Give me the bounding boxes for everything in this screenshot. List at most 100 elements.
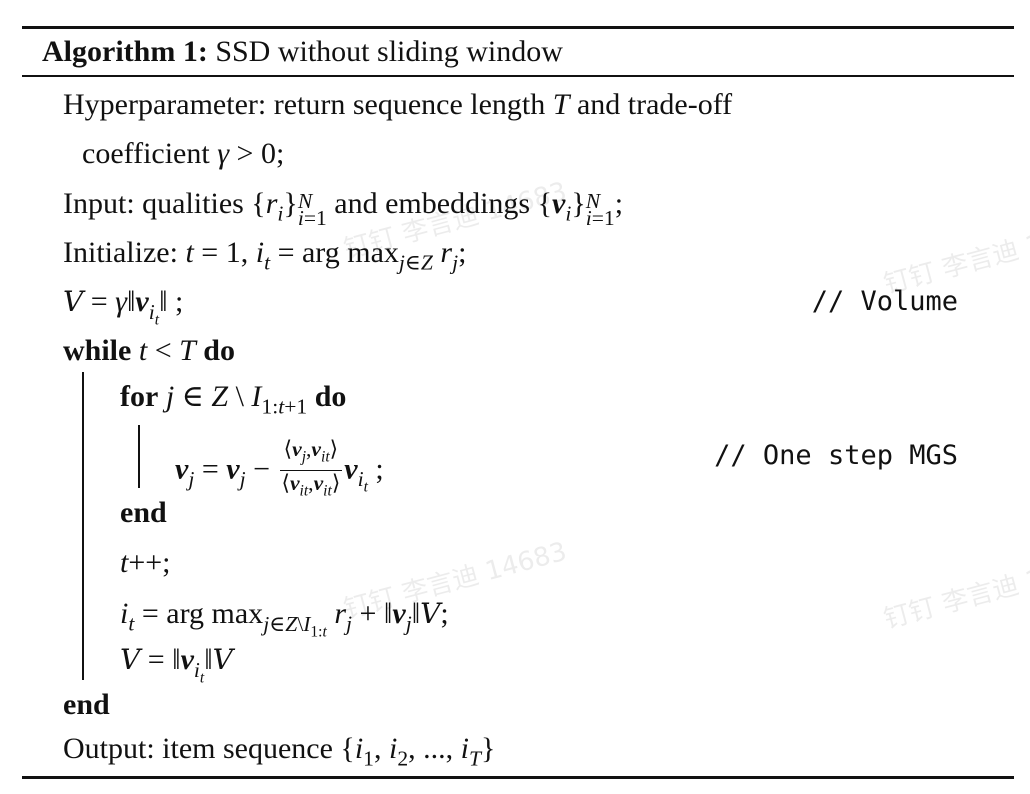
subscript: i — [565, 202, 571, 226]
math-token: ∈ — [404, 250, 421, 275]
math-token: t — [322, 622, 327, 640]
math-token: 2 — [397, 746, 409, 771]
math-token: t — [120, 546, 129, 579]
math-token: j — [405, 611, 412, 636]
math-token: t — [128, 611, 135, 636]
math-token: v — [226, 452, 240, 486]
fraction: ⟨vj,vit⟩⟨vit,vit⟩ — [279, 437, 343, 505]
math-token: ‖ — [411, 597, 421, 630]
subscript: j∈Z — [399, 251, 433, 275]
math-token: end — [63, 688, 110, 721]
algorithm-title: Algorithm 1: SSD without sliding window — [42, 35, 563, 69]
math-token: I — [251, 380, 262, 413]
math-token: , — [373, 732, 389, 765]
math-token: end — [120, 496, 167, 529]
superscript: N — [586, 190, 615, 212]
math-token: t — [278, 394, 285, 419]
math-token: Hyperparameter: return sequence length — [63, 88, 553, 121]
math-token: N — [297, 188, 313, 213]
math-token: j — [301, 448, 307, 466]
math-token: +1 — [284, 394, 308, 419]
subscript: it — [193, 657, 204, 686]
math-token: i — [193, 657, 200, 682]
math-token: ∈ — [269, 611, 286, 636]
math-token: coefficient — [82, 137, 218, 170]
math-token: v — [392, 597, 406, 630]
math-token: = 1, — [193, 236, 256, 269]
math-token: V — [420, 597, 441, 630]
math-token: do — [314, 380, 347, 413]
math-token: t — [185, 236, 194, 269]
math-token: i — [297, 205, 304, 230]
math-token: } — [283, 187, 298, 220]
math-token: v — [180, 643, 194, 676]
math-token: t — [363, 478, 368, 496]
math-token: + ‖ — [352, 597, 393, 630]
superscript: N — [298, 190, 327, 212]
math-token: ⟨ — [283, 437, 293, 461]
math-token: j — [346, 611, 353, 636]
math-token: it — [299, 482, 309, 500]
subscript: t — [155, 311, 159, 328]
math-token: T — [552, 88, 570, 121]
math-token: do — [203, 334, 235, 367]
math-token: 1: — [310, 622, 323, 640]
math-token: ‖ ; — [159, 285, 184, 318]
math-token: \ — [228, 380, 252, 413]
math-token: v — [344, 452, 358, 486]
math-token: it — [323, 482, 332, 500]
subscript: 1:t+1 — [261, 395, 307, 419]
math-token: N — [585, 188, 601, 213]
math-token: j — [398, 250, 405, 275]
math-token: i — [120, 597, 129, 630]
math-token: ⟨ — [281, 471, 290, 496]
while-block-bar — [82, 372, 84, 680]
subscript: it — [300, 483, 309, 500]
subscript: j — [346, 612, 352, 636]
subscript: t — [128, 612, 134, 636]
subscript: 2 — [397, 747, 408, 771]
math-token: j — [165, 380, 175, 413]
math-token: r — [265, 187, 278, 220]
math-token: ; — [458, 236, 467, 269]
math-token: − — [245, 452, 278, 486]
algorithm-line-initialize: Initialize: t = 1, it = arg maxj∈Z rj; — [63, 236, 467, 275]
algorithm-line-argmax: it = arg maxj∈Z\I1:t rj + ‖vj‖V; — [120, 597, 449, 640]
math-token: while — [63, 334, 132, 367]
math-token: , — [308, 471, 314, 496]
title-rule — [22, 75, 1014, 77]
math-token: V — [63, 285, 84, 318]
algorithm-line-end-for: end — [120, 496, 167, 530]
math-token: i — [460, 732, 469, 765]
line-comment: // Volume — [811, 286, 958, 317]
math-token: = — [83, 285, 116, 318]
math-token: i — [357, 466, 364, 491]
math-token: I — [303, 611, 311, 636]
math-token: ; — [367, 452, 384, 486]
math-token: = arg max — [134, 597, 264, 630]
math-token: ∈ — [174, 380, 212, 413]
math-token — [158, 380, 166, 413]
math-token: i — [388, 732, 398, 765]
math-token: ⟩ — [331, 471, 341, 496]
algorithm-line-increment: t++; — [120, 546, 171, 580]
math-token: ‖ — [126, 285, 136, 318]
math-token: v — [313, 471, 324, 496]
math-token: v — [289, 471, 300, 496]
math-token: i — [277, 201, 284, 226]
math-token: = ‖ — [140, 643, 181, 676]
math-token: Initialize: — [63, 236, 186, 269]
denominator: ⟨vit,vit⟩ — [280, 471, 343, 504]
subscript: j∈Z\I1:t — [263, 611, 327, 640]
watermark: 钉钉 李言迪 14683 — [880, 546, 1030, 636]
algorithm-name: SSD without sliding window — [215, 35, 563, 68]
algorithm-line-hyperparameter-cont: coefficient γ > 0; — [82, 137, 284, 171]
math-token — [131, 334, 139, 367]
math-token: t — [199, 668, 205, 686]
algorithm-label: Algorithm 1: — [42, 35, 208, 68]
numerator: ⟨vj,vit⟩ — [279, 437, 343, 472]
math-token: , ..., — [408, 732, 461, 765]
math-token: t — [154, 310, 160, 328]
subscript: t — [364, 478, 368, 495]
